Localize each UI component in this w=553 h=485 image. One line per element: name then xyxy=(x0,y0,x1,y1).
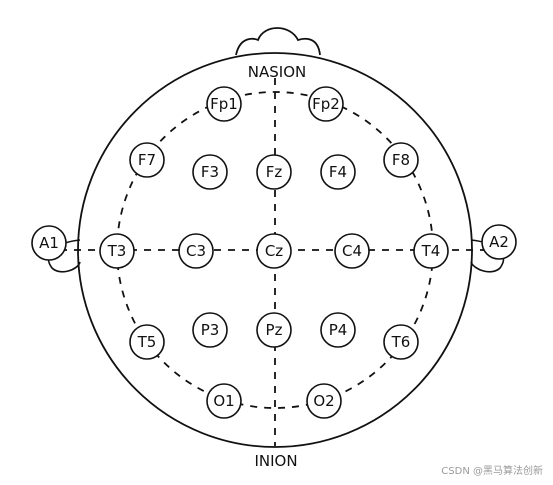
electrode-a1: A1 xyxy=(31,225,67,261)
inion-label: INION xyxy=(254,452,297,470)
electrode-f4: F4 xyxy=(320,154,356,190)
electrode-f3: F3 xyxy=(192,154,228,190)
electrode-t6: T6 xyxy=(383,324,419,360)
electrode-label: Fz xyxy=(266,163,283,181)
electrode-label: T3 xyxy=(107,242,127,260)
electrode-fp1: Fp1 xyxy=(206,86,242,122)
electrode-label: P4 xyxy=(329,321,348,339)
electrode-pz: Pz xyxy=(256,312,292,348)
electrode-t4: T4 xyxy=(413,233,449,269)
electrode-label: T6 xyxy=(391,333,411,351)
electrode-o2: O2 xyxy=(306,383,342,419)
electrode-label: Pz xyxy=(266,321,283,339)
electrode-label: P3 xyxy=(201,321,220,339)
electrode-fp2: Fp2 xyxy=(308,86,344,122)
electrode-f7: F7 xyxy=(129,142,165,178)
electrode-label: C4 xyxy=(342,242,362,260)
electrode-o1: O1 xyxy=(206,383,242,419)
electrode-label: C3 xyxy=(186,242,206,260)
electrode-label: T4 xyxy=(421,242,441,260)
watermark: CSDN @黑马算法创新 xyxy=(441,466,543,477)
electrode-label: Fp2 xyxy=(312,95,340,113)
electrode-label: F4 xyxy=(329,163,347,181)
electrode-label: F8 xyxy=(392,151,410,169)
electrode-t5: T5 xyxy=(129,324,165,360)
electrode-label: A2 xyxy=(489,233,509,251)
electrode-label: Fp1 xyxy=(210,95,238,113)
electrode-label: Cz xyxy=(265,242,283,260)
electrode-c4: C4 xyxy=(334,233,370,269)
electrode-fz: Fz xyxy=(256,154,292,190)
electrode-label: O1 xyxy=(213,392,234,410)
electrode-label: A1 xyxy=(39,234,59,252)
electrode-label: T5 xyxy=(137,333,157,351)
electrode-label: F3 xyxy=(201,163,219,181)
electrode-label: F7 xyxy=(138,151,156,169)
electrode-p3: P3 xyxy=(192,312,228,348)
electrode-a2: A2 xyxy=(481,224,517,260)
nasion-label: NASION xyxy=(248,63,306,81)
electrode-f8: F8 xyxy=(383,142,419,178)
electrode-label: O2 xyxy=(313,392,334,410)
electrode-t3: T3 xyxy=(99,233,135,269)
electrode-c3: C3 xyxy=(178,233,214,269)
nose-outline xyxy=(235,27,321,56)
electrode-cz: Cz xyxy=(256,233,292,269)
electrode-p4: P4 xyxy=(320,312,356,348)
